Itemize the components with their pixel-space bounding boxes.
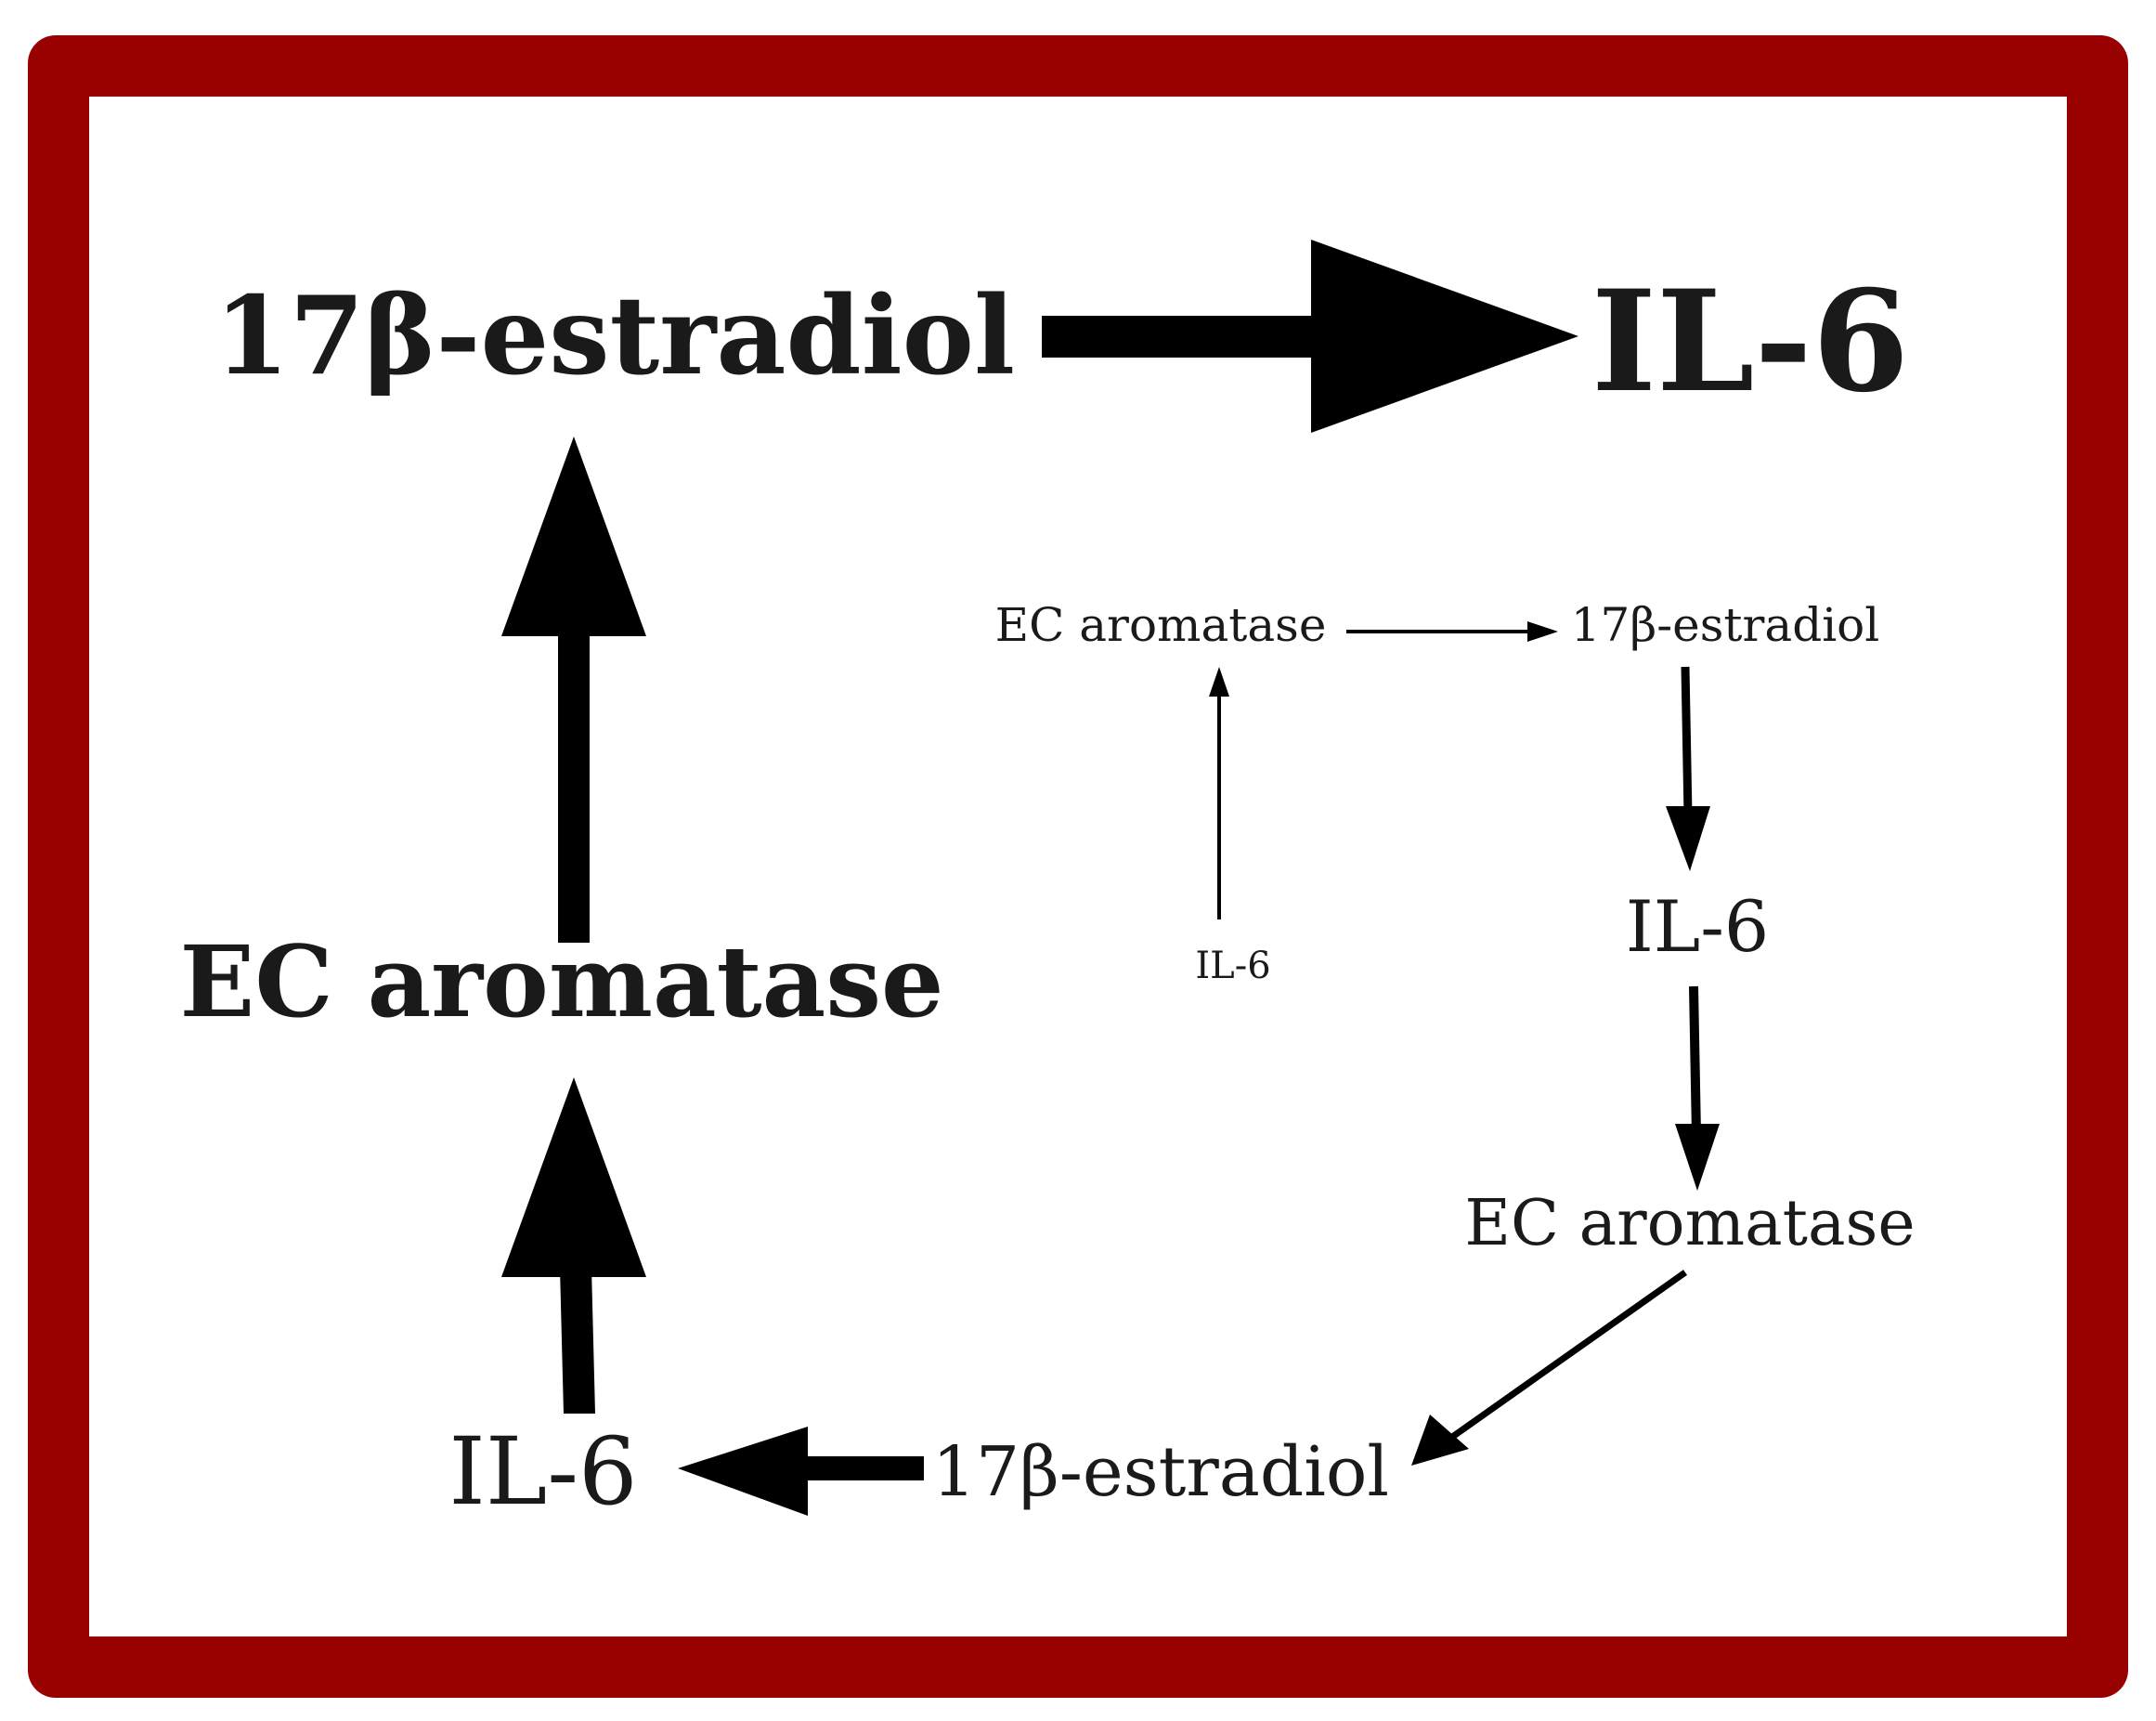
arrow-aromatase-to-estradiol-small xyxy=(1346,621,1558,642)
arrow-estradiol-to-il6-right xyxy=(1666,666,1710,871)
node-estradiol-large: 17β-estradiol xyxy=(214,273,1016,399)
arrow-estradiol-to-il6-large xyxy=(1042,240,1578,433)
node-estradiol-small: 17β-estradiol xyxy=(1570,598,1880,652)
arrow-il6-to-aromatase-small xyxy=(1209,667,1229,919)
arrow-il6-to-aromatase-right xyxy=(1675,985,1720,1191)
arrow-aromatase-to-estradiol-diagonal xyxy=(1411,1270,1688,1466)
node-estradiol-bottom: 17β-estradiol xyxy=(931,1432,1390,1512)
node-aromatase-large: EC aromatase xyxy=(179,923,944,1039)
diagram-frame xyxy=(28,35,2128,1698)
arrow-aromatase-to-estradiol-large xyxy=(501,437,646,943)
node-aromatase-right: EC aromatase xyxy=(1464,1187,1916,1260)
node-il6-small: IL-6 xyxy=(1195,945,1271,987)
node-il6-bottom: IL-6 xyxy=(448,1417,638,1526)
node-aromatase-small: EC aromatase xyxy=(994,598,1327,652)
arrow-il6-to-aromatase-large xyxy=(501,1077,646,1414)
arrow-estradiol-to-il6-bottom xyxy=(678,1427,924,1516)
node-il6-large: IL-6 xyxy=(1591,260,1910,424)
node-il6-right: IL-6 xyxy=(1625,885,1770,968)
